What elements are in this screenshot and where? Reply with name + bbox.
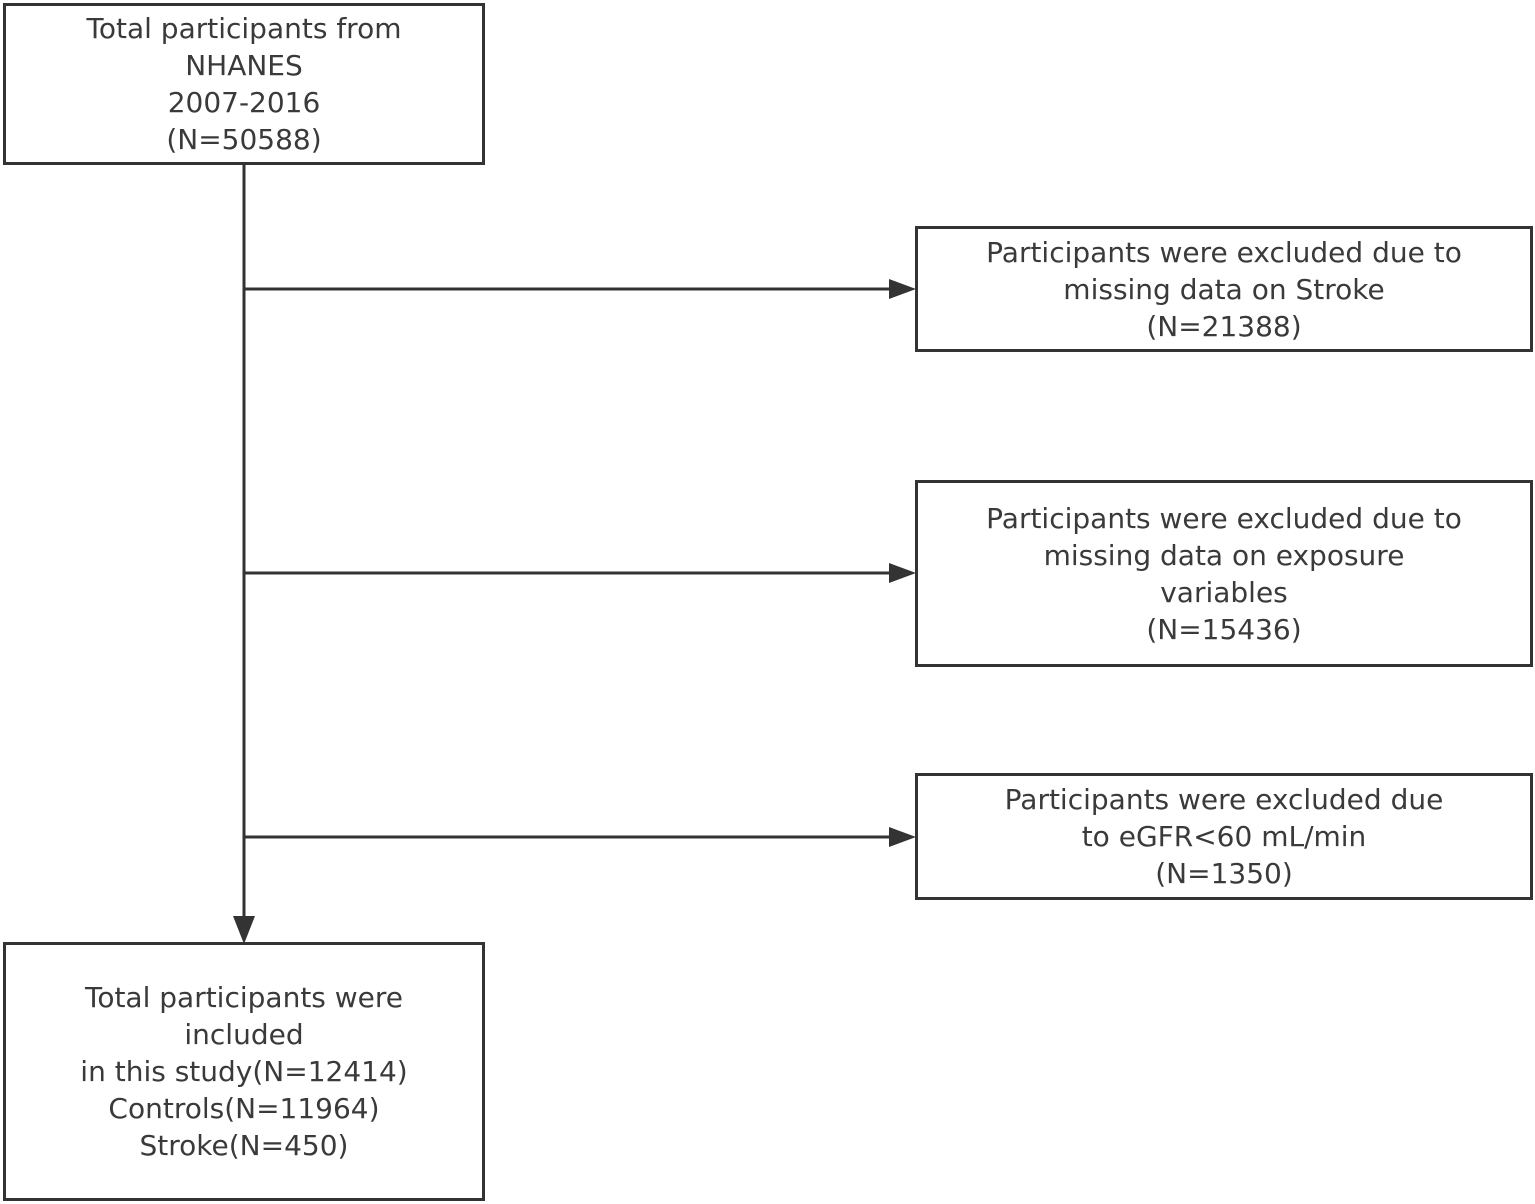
box-text-line: Stroke(N=450) — [139, 1129, 349, 1162]
box-text-line: Total participants from — [86, 12, 402, 45]
arrowhead-right-stroke — [889, 279, 916, 299]
box-text-line: Participants were excluded due to — [986, 235, 1462, 269]
box-text-line: Total participants were — [84, 981, 404, 1014]
box-text-line: variables — [1160, 575, 1288, 609]
box-text-line: Controls(N=11964) — [108, 1092, 380, 1125]
arrowhead-down — [233, 916, 255, 944]
included-participants-box: Total participants were included in this… — [3, 942, 485, 1201]
total-participants-box: Total participants from NHANES 2007-2016… — [3, 3, 485, 165]
box-text-line: (N=21388) — [1146, 309, 1302, 343]
excluded-stroke-box: Participants were excluded due to missin… — [915, 226, 1533, 352]
excluded-exposure-box: Participants were excluded due to missin… — [915, 480, 1533, 667]
box-text-line: 2007-2016 — [167, 86, 321, 119]
box-text-line: (N=50588) — [166, 123, 322, 156]
arrowhead-right-egfr — [889, 827, 916, 847]
box-text-line: to eGFR<60 mL/min — [1081, 820, 1367, 853]
box-text-line: missing data on exposure — [1043, 538, 1405, 572]
box-text-line: NHANES — [185, 49, 303, 82]
excluded-egfr-box: Participants were excluded due to eGFR<6… — [915, 773, 1533, 900]
box-text-line: missing data on Stroke — [1063, 272, 1385, 306]
arrowhead-right-exposure — [889, 563, 916, 583]
box-text-line: (N=15436) — [1146, 612, 1302, 646]
box-text-line: (N=1350) — [1155, 857, 1293, 890]
box-text-line: Participants were excluded due — [1004, 783, 1444, 816]
box-text-line: in this study(N=12414) — [80, 1055, 408, 1088]
box-text-line: included — [184, 1018, 304, 1051]
box-text-line: Participants were excluded due to — [986, 501, 1462, 535]
